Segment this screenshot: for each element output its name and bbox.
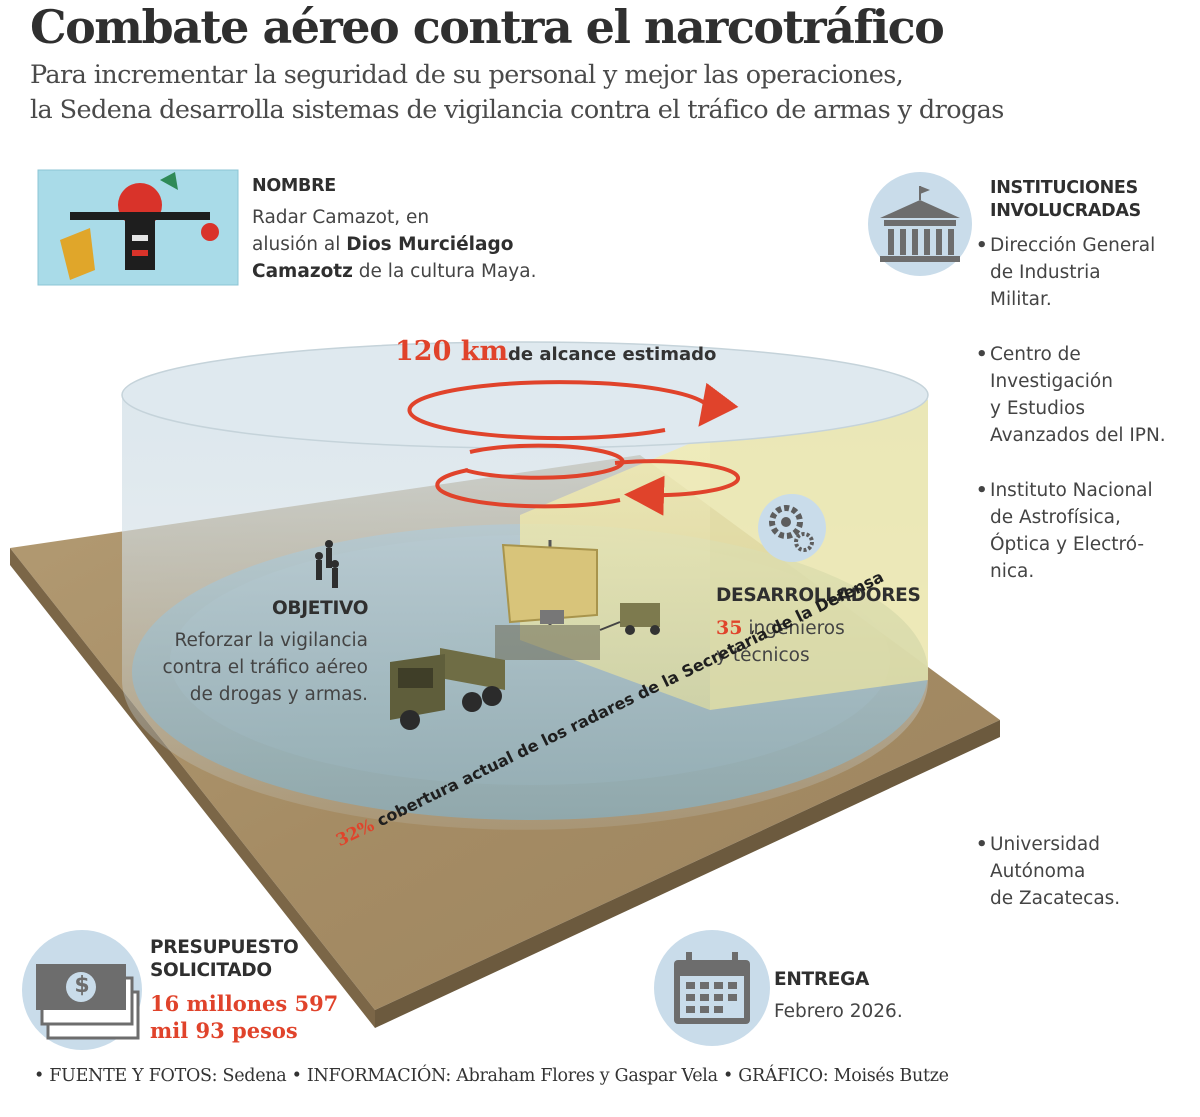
institution-bullet: • [976, 834, 988, 855]
developers-count: 35 [716, 617, 743, 639]
range-value: 120 km [395, 336, 509, 367]
generator-trailer [599, 603, 660, 635]
gears-icon [758, 494, 826, 562]
institution-bullet: • [976, 480, 988, 501]
developers-zone-side [710, 400, 928, 710]
military-truck [390, 648, 505, 730]
nombre-text: Radar Camazot, en alusión al Dios Murcié… [252, 204, 536, 285]
entrega-date: Febrero 2026. [774, 1001, 903, 1022]
subtitle-line-1: Para incrementar la seguridad de su pers… [30, 60, 904, 90]
camazotz-image [37, 169, 239, 286]
instituciones-heading: INSTITUCIONES INVOLUCRADAS [990, 178, 1141, 221]
soldiers [315, 540, 339, 588]
nombre-line-2: alusión al Dios Murciélago [252, 234, 514, 255]
desarrolladores-heading: DESARROLLADORES [716, 585, 921, 606]
institution-item-2: • Centro de Investigación y Estudios Ava… [976, 341, 1166, 449]
money-icon [22, 930, 142, 1050]
ground-slab-edge-left [10, 548, 375, 1028]
calendar-icon [654, 930, 770, 1046]
entrega-heading: ENTREGA [774, 969, 870, 990]
page-title: Combate aéreo contra el narcotráfico [30, 0, 945, 54]
range-text: de alcance estimado [508, 344, 717, 365]
rotation-arrows [407, 380, 741, 516]
desarrolladores-text: 35 ingenieros y técnicos [716, 617, 845, 666]
credits-footer: • FUENTE Y FOTOS: Sedena • INFORMACIÓN: … [34, 1066, 949, 1086]
institution-item-1: • Dirección General de Industria Militar… [976, 232, 1155, 313]
radar-antenna [495, 540, 600, 660]
institution-item-3: • Instituto Nacional de Astrofísica, Ópt… [976, 477, 1153, 585]
nombre-line-1: Radar Camazot, en [252, 207, 430, 228]
money-icon-symbol: $ [74, 973, 90, 998]
presupuesto-heading: PRESUPUESTO SOLICITADO [150, 937, 299, 981]
institution-item-4: • Universidad Autónoma de Zacatecas. [976, 831, 1120, 912]
building-icon [868, 172, 972, 276]
page-subtitle: Para incrementar la seguridad de su pers… [30, 58, 1190, 128]
range-label: 120 kmde alcance estimado [395, 336, 716, 367]
subtitle-line-2: la Sedena desarrolla sistemas de vigilan… [30, 95, 1004, 125]
institution-bullet: • [976, 235, 988, 256]
presupuesto-amount: 16 millones 597 mil 93 pesos [150, 991, 339, 1043]
nombre-heading: NOMBRE [252, 176, 336, 196]
objetivo-heading: OBJETIVO [272, 598, 369, 619]
objetivo-text: Reforzar la vigilancia contra el tráfico… [162, 630, 368, 705]
institution-bullet: • [976, 344, 988, 365]
ground-slab-edge-right [375, 720, 1000, 1028]
nombre-line-3: Camazotz de la cultura Maya. [252, 261, 537, 282]
